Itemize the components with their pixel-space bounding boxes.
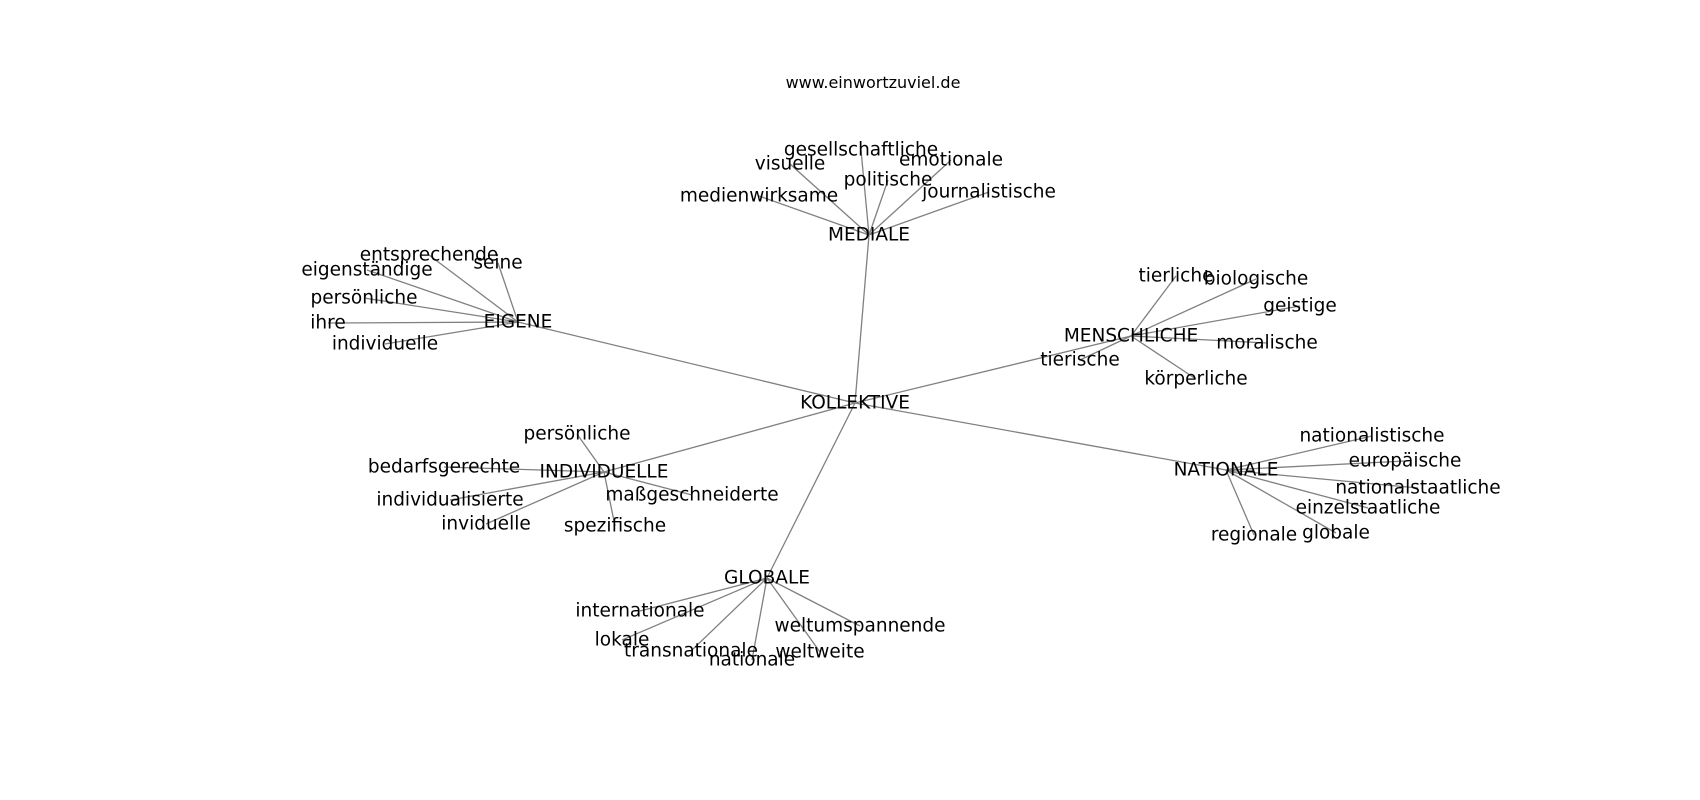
node-label-i3: individualisierte (376, 490, 523, 511)
node-label-i4: maßgeschneiderte (605, 485, 778, 506)
edge-menschliche-h4 (1130, 335, 1268, 344)
node-label-menschliche: MENSCHLICHE (1064, 326, 1198, 347)
node-label-eigene: EIGENE (484, 312, 553, 333)
node-label-g3: transnationale (624, 641, 758, 662)
edges-layer (327, 149, 1419, 661)
edge-nationale-n6 (1225, 469, 1337, 534)
edge-globale-g3 (690, 577, 768, 652)
edge-individuelle-i4 (603, 471, 693, 496)
edge-eigene-e4 (363, 297, 519, 323)
node-label-i1: persönliche (524, 424, 631, 445)
edge-globale-g6 (766, 577, 821, 653)
node-label-h5: tierische (1040, 350, 1119, 371)
edge-nationale-n1 (1225, 435, 1373, 471)
node-label-kollektive: KOLLEKTIVE (800, 393, 910, 414)
page-title: www.einwortzuviel.de (786, 73, 961, 92)
node-label-h1: tierliche (1139, 266, 1214, 287)
node-label-i5: inviduelle (441, 514, 530, 535)
node-label-h3: geistige (1263, 296, 1336, 317)
node-label-e5: ihre (310, 313, 345, 334)
edge-kollektive-menschliche (854, 335, 1132, 404)
node-label-m2: visuelle (755, 154, 826, 175)
edge-eigene-e2 (366, 269, 519, 323)
edge-globale-g5 (766, 577, 861, 627)
edge-nationale-n3 (1225, 469, 1419, 489)
node-label-g4: nationale (709, 650, 795, 671)
edge-mediale-m3 (868, 159, 952, 236)
node-label-n5: regionale (1211, 525, 1297, 546)
edge-kollektive-eigene (517, 321, 856, 404)
node-label-individuelle: INDIVIDUELLE (540, 462, 669, 483)
edge-eigene-e6 (384, 321, 519, 345)
node-label-m5: medienwirksame (680, 186, 838, 207)
node-label-n1: nationalistische (1299, 426, 1444, 447)
edge-mediale-m4 (868, 179, 889, 236)
node-label-e1: entsprechende (360, 245, 498, 266)
node-label-g2: lokale (595, 630, 650, 651)
edge-nationale-n4 (1225, 469, 1369, 509)
edge-mediale-m5 (758, 195, 870, 236)
node-label-m3: emotionale (899, 150, 1003, 171)
node-label-h4: moralische (1216, 333, 1317, 354)
edge-menschliche-h6 (1130, 335, 1197, 380)
node-label-h2: biologische (1204, 269, 1308, 290)
edge-globale-g2 (621, 577, 768, 641)
edge-kollektive-mediale (854, 234, 870, 404)
node-label-globale: GLOBALE (724, 568, 810, 589)
labels-layer: KOLLEKTIVE MEDIALE EIGENE MENSCHLICHE INDIVI… (301, 140, 1500, 671)
node-label-n6: globale (1302, 523, 1370, 544)
edge-globale-g4 (751, 577, 768, 661)
node-label-nationale: NATIONALE (1174, 460, 1279, 481)
node-label-i6: spezifische (564, 516, 666, 537)
edge-globale-g1 (639, 577, 768, 612)
node-label-m1: gesellschaftliche (784, 140, 938, 161)
edge-menschliche-h3 (1130, 305, 1301, 337)
node-label-n3: nationalstaatliche (1335, 478, 1500, 499)
node-label-g6: weltweite (775, 642, 864, 663)
node-label-mediale: MEDIALE (828, 225, 910, 246)
edge-kollektive-globale (766, 402, 856, 579)
node-label-h6: körperliche (1144, 369, 1247, 390)
node-label-e4: persönliche (311, 288, 418, 309)
edge-individuelle-i3 (449, 471, 605, 501)
edge-nationale-n2 (1225, 460, 1406, 471)
edge-menschliche-h1 (1130, 275, 1177, 337)
node-label-i2: bedarfsgerechte (368, 457, 520, 478)
edge-kollektive-nationale (854, 402, 1227, 471)
node-label-e2: eigenständige (301, 260, 432, 281)
edge-nationale-n5 (1225, 469, 1255, 536)
edge-menschliche-h2 (1130, 278, 1257, 337)
edge-eigene-e1 (428, 254, 519, 323)
edge-individuelle-i2 (443, 466, 605, 473)
node-label-e6: individuelle (332, 334, 438, 355)
node-label-e3: seine (473, 253, 522, 274)
node-label-n2: europäische (1349, 451, 1462, 472)
edge-menschliche-h5 (1079, 335, 1132, 361)
edge-individuelle-i1 (576, 433, 605, 473)
edge-mediale-m6 (868, 191, 990, 236)
edge-individuelle-i5 (485, 471, 605, 525)
node-label-g5: weltumspannende (774, 616, 945, 637)
node-label-m4: politische (844, 170, 933, 191)
edge-individuelle-i6 (603, 471, 616, 527)
edge-mediale-m2 (789, 163, 870, 236)
edge-eigene-e5 (327, 321, 519, 324)
node-label-n4: einzelstaatliche (1296, 498, 1441, 519)
node-label-m6: journalistische (921, 182, 1056, 203)
edge-kollektive-individuelle (603, 402, 856, 473)
edge-mediale-m1 (860, 149, 870, 236)
edge-eigene-e3 (497, 262, 519, 323)
node-label-g1: internationale (575, 601, 704, 622)
